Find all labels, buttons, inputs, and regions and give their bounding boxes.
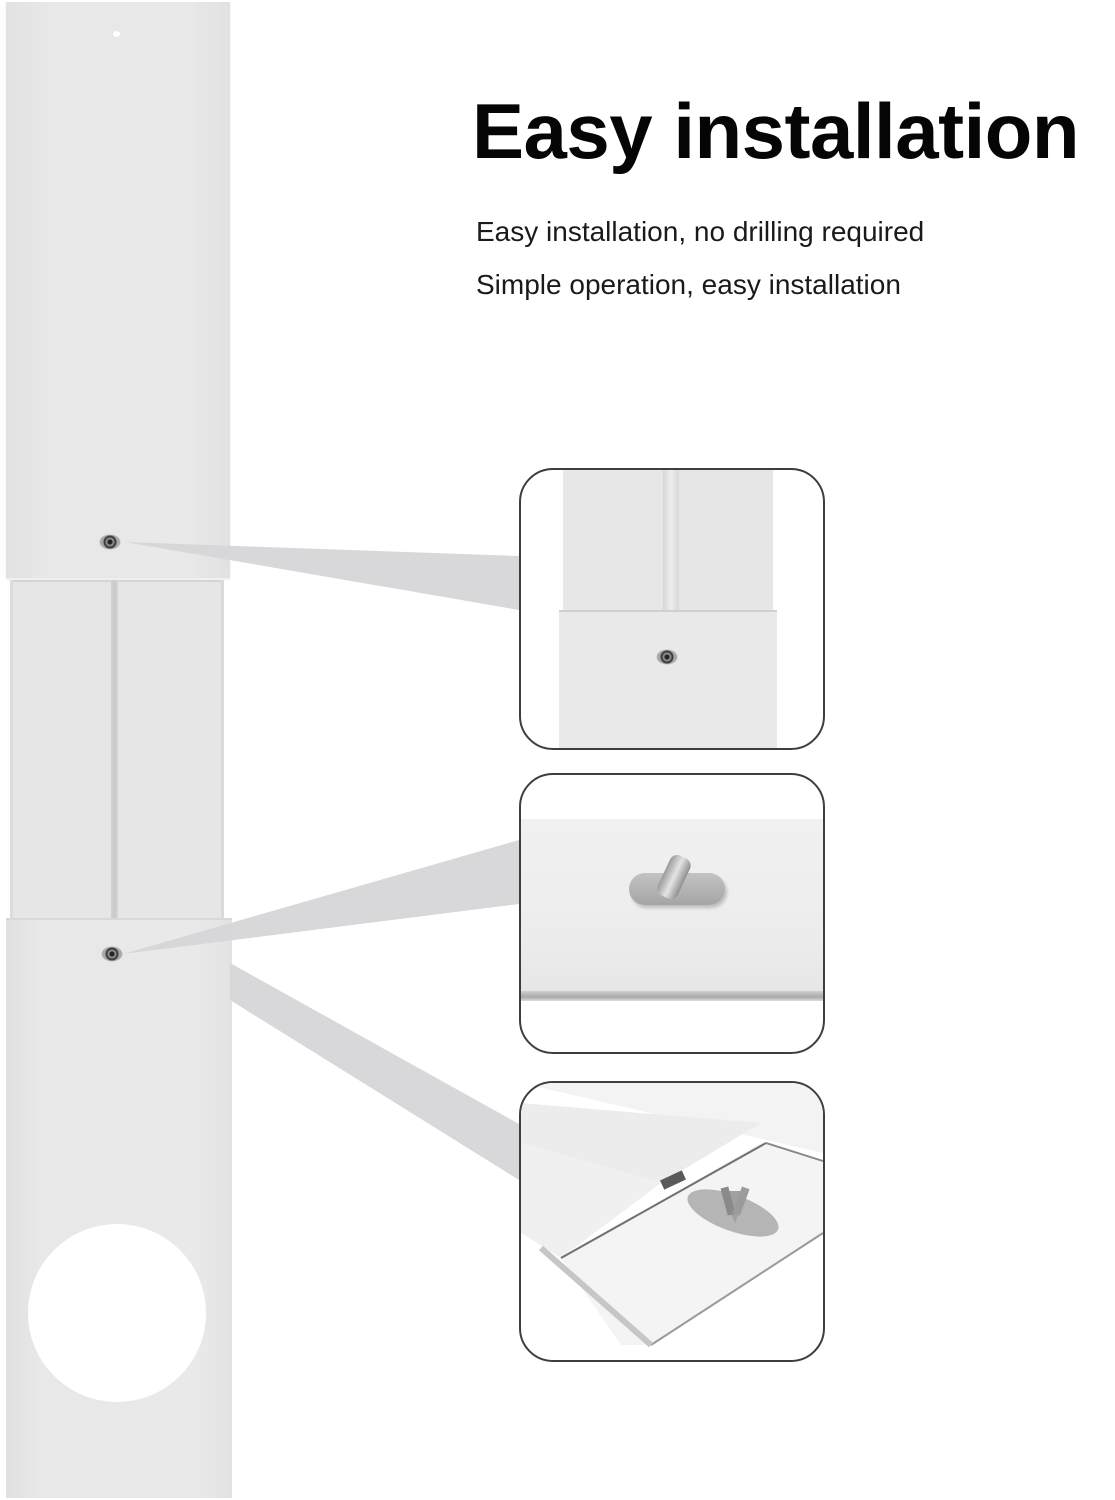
panel-sleeve — [559, 610, 777, 748]
rail-left — [563, 470, 663, 610]
callout-beam-2 — [123, 840, 519, 954]
panel-edge — [521, 991, 823, 1001]
rail-illustration — [521, 1083, 823, 1348]
extension-edge-right — [221, 580, 224, 920]
screw-icon — [657, 650, 677, 664]
detail-panel-joint — [519, 468, 825, 750]
extension-edge-left — [10, 580, 13, 920]
detail-wing-nut — [519, 773, 825, 1054]
panel-surface — [521, 819, 823, 995]
callout-beam-1 — [125, 542, 519, 610]
detail-rail-fastener — [519, 1081, 825, 1362]
callout-beam-3 — [230, 963, 519, 1180]
mounting-hole — [113, 31, 120, 37]
feature-line-1: Easy installation, no drilling required — [476, 216, 925, 247]
rail-seam — [663, 470, 679, 610]
feature-line-2: Simple operation, easy installation — [476, 269, 901, 300]
rail-right — [679, 470, 773, 610]
hose-hole — [28, 1224, 206, 1402]
screw-icon — [102, 947, 122, 961]
extension-seam — [111, 580, 118, 920]
window-panel-top — [6, 2, 230, 578]
screw-icon — [100, 535, 120, 549]
page-title: Easy installation — [472, 87, 1080, 175]
